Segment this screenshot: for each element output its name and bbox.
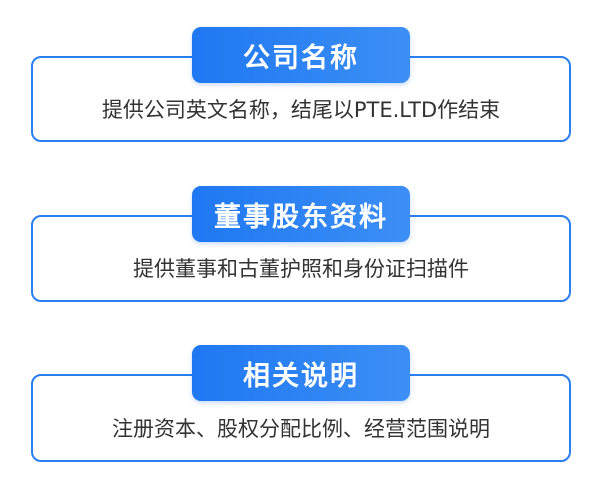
- section-description-directors-shareholders: 提供董事和古董护照和身份证扫描件: [133, 257, 469, 281]
- section-title-company-name: 公司名称: [192, 27, 410, 83]
- section-description-company-name: 提供公司英文名称，结尾以PTE.LTD作结束: [101, 98, 501, 122]
- section-title-related-notes: 相关说明: [192, 345, 410, 401]
- section-title-directors-shareholders: 董事股东资料: [192, 186, 410, 242]
- section-description-related-notes: 注册资本、股权分配比例、经营范围说明: [112, 417, 490, 441]
